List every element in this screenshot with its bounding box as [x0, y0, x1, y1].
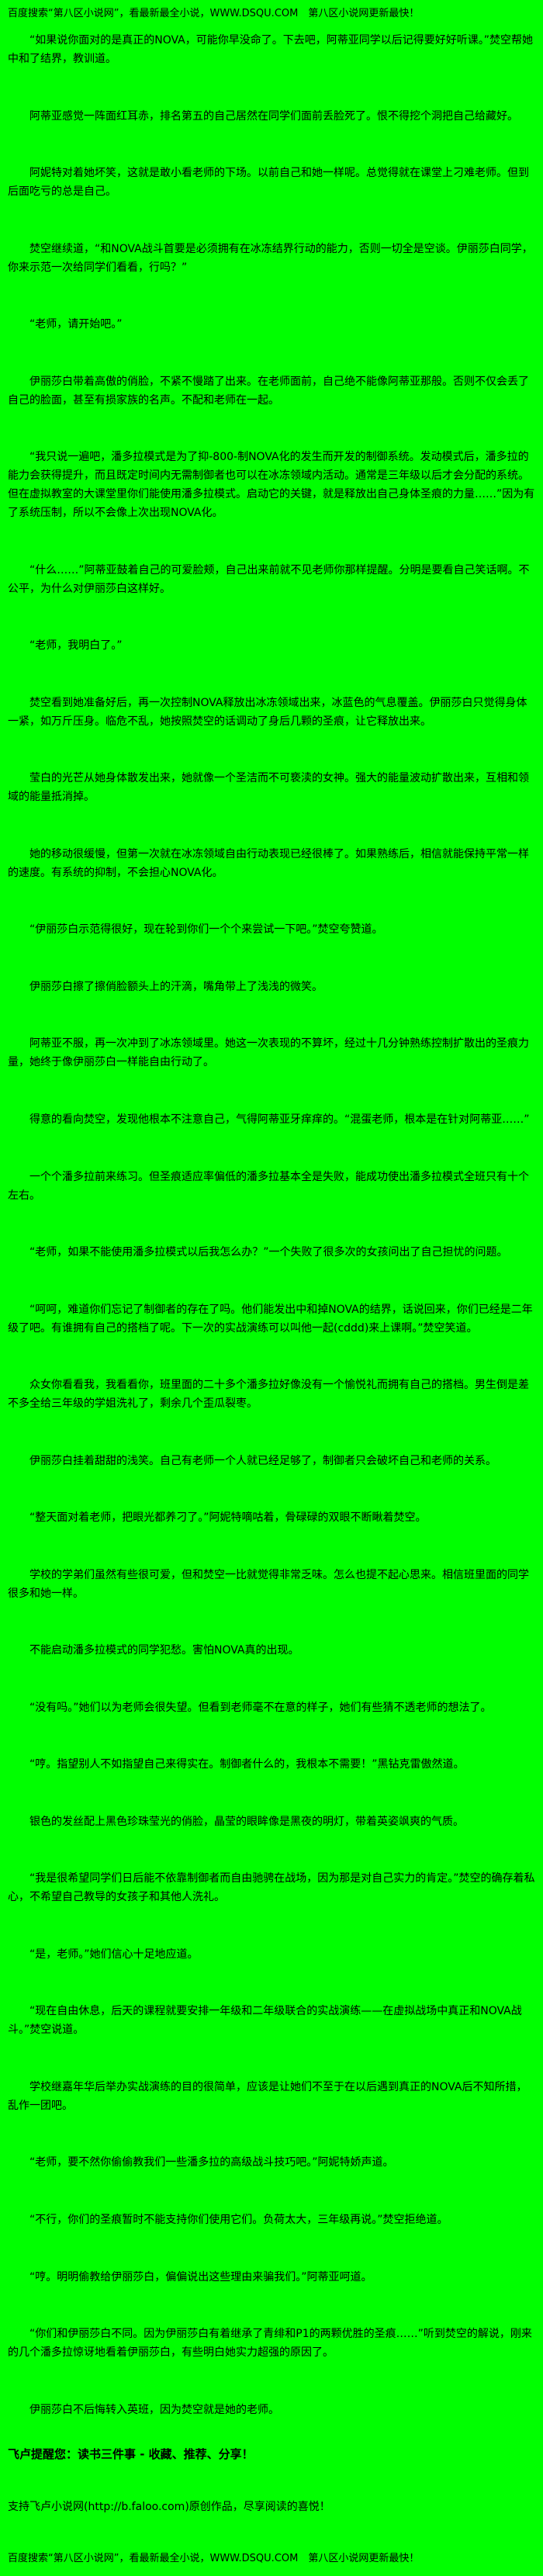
- novel-paragraph: “哼。明明偷教给伊丽莎白，偏偏说出这些理由来骗我们。”阿蒂亚呵道。: [29, 2270, 372, 2283]
- novel-paragraph: 伊丽莎白不后悔转入英班，因为焚空就是她的老师。: [29, 2403, 279, 2416]
- novel-paragraph: 学校的学弟们虽然有些很可爱，但和焚空一比就觉得非常乏味。怎么也提不起心思来。相信…: [8, 1568, 529, 1600]
- novel-body: “如果说你面对的是真正的NOVA，可能你早没命了。下去吧，阿蒂亚同学以后记得要好…: [8, 31, 535, 2419]
- novel-paragraph: “你们和伊丽莎白不同。因为伊丽莎白有着继承了青绯和P1的两颗优胜的圣痕……”听到…: [8, 2328, 532, 2360]
- novel-paragraph: “我是很希望同学们日后能不依靠制御者而自由驰骋在战场，因为那是对自己实力的肯定。…: [8, 1872, 535, 1904]
- page-footer: 飞卢提醒您：读书三件事 - 收藏、推荐、分享！ 支持飞卢小说网(http://b…: [8, 2419, 535, 2567]
- faloo-support-line: 支持飞卢小说网(http://b.faloo.com)原创作品，尽享阅读的喜悦！: [8, 2501, 330, 2513]
- novel-paragraph: 学校继嘉年华后举办实战演练的目的很简单，应该是让她们不至于在以后遇到真正的NOV…: [8, 2080, 527, 2112]
- novel-paragraph: “整天面对着老师，把眼光都养刁了。”阿妮特嘀咕着，骨碌碌的双眼不断瞅着焚空。: [29, 1511, 427, 1525]
- novel-paragraph: “不行，你们的圣痕暂时不能支持你们使用它们。负荷太大，三年级再说。”焚空拒绝道。: [29, 2214, 448, 2226]
- novel-paragraph: 得意的看向焚空，发现他根本不注意自己，气得阿蒂亚牙痒痒的。“混蛋老师，根本是在针…: [29, 1113, 530, 1126]
- novel-paragraph: 不能启动潘多拉模式的同学犯愁。害怕NOVA真的出现。: [29, 1644, 299, 1657]
- novel-paragraph: 莹白的光芒从她身体散发出来，她就像一个圣洁而不可亵渎的女神。强大的能量波动扩散出…: [8, 772, 529, 804]
- novel-paragraph: 伊丽莎白擦了擦俏脸额头上的汗滴，嘴角带上了浅浅的微笑。: [29, 980, 323, 993]
- novel-paragraph: 她的移动很缓慢，但第一次就在冰冻领域自由行动表现已经很棒了。如果熟练后，相信就能…: [8, 847, 529, 879]
- novel-paragraph: “老师，要不然你偷偷教我们一些潘多拉的高级战斗技巧吧。”阿妮特娇声道。: [29, 2156, 394, 2169]
- novel-paragraph: 焚空继续道，“和NOVA战斗首要是必须拥有在冰冻结界行动的能力，否则一切全是空谈…: [8, 242, 533, 274]
- novel-paragraph: “老师，请开始吧。”: [29, 318, 123, 331]
- novel-paragraph: 伊丽莎白挂着甜甜的浅笑。自己有老师一个人就已经足够了，制御者只会破坏自己和老师的…: [29, 1454, 496, 1467]
- novel-paragraph: 一个个潘多拉前来练习。但圣痕适应率偏低的潘多拉基本全是失败，能成功使出潘多拉模式…: [8, 1170, 529, 1202]
- bottom-promo-line: 百度搜索“第八区小说网”，看最新最全小说，WWW.DSQU.COM 第八区小说网…: [8, 2553, 420, 2564]
- novel-paragraph: “我只说一遍吧，潘多拉模式是为了抑-800-制NOVA化的发生而开发的制御系统。…: [8, 451, 535, 520]
- novel-paragraph: 阿妮特对着她坏笑，这就是敢小看老师的下场。以前自己和她一样呢。总觉得就在课堂上刁…: [8, 167, 529, 199]
- novel-paragraph: “伊丽莎白示范得很好，现在轮到你们一个个来尝试一下吧。”焚空夸赞道。: [29, 923, 383, 937]
- top-promo-line: 百度搜索“第八区小说网”，看最新最全小说，WWW.DSQU.COM 第八区小说网…: [8, 8, 420, 19]
- novel-paragraph: 众女你看看我，我看看你，班里面的二十多个潘多拉好像没有一个愉悦礼而拥有自己的搭档…: [8, 1379, 529, 1411]
- novel-paragraph: “呵呵，难道你们忘记了制御者的存在了吗。他们能发出中和掉NOVA的结界，话说回来…: [8, 1303, 533, 1335]
- novel-paragraph: 银色的发丝配上黑色珍珠莹光的俏脸，晶莹的眼眸像是黑夜的明灯，带着英姿飒爽的气质。: [29, 1815, 464, 1828]
- novel-paragraph: 伊丽莎白带着高傲的俏脸，不紧不慢踏了出来。在老师面前，自己绝不能像阿蒂亚那般。否…: [8, 375, 529, 407]
- novel-paragraph: “什么……”阿蒂亚鼓着自己的可爱脸颊，自己出来前就不见老师你那样提醒。分明是要看…: [8, 563, 530, 595]
- novel-paragraph: 阿蒂亚感觉一阵面红耳赤，排名第五的自己居然在同学们面前丢脸死了。恨不得挖个洞把自…: [29, 109, 518, 123]
- novel-paragraph: “现在自由休息，后天的课程就要安排一年级和二年级联合的实战演练——在虚拟战场中真…: [8, 2005, 522, 2037]
- novel-paragraph: “哼。指望别人不如指望自己来得实在。制御者什么的，我根本不需要！”黑钻克雷傲然道…: [29, 1758, 465, 1771]
- novel-paragraph: “是，老师。”她们信心十足地应道。: [29, 1948, 199, 1961]
- novel-paragraph: “老师，我明白了。”: [29, 639, 123, 653]
- novel-paragraph: “没有吗。”她们以为老师会很失望。但看到老师毫不在意的样子，她们有些猜不透老师的…: [29, 1701, 492, 1714]
- novel-paragraph: “如果说你面对的是真正的NOVA，可能你早没命了。下去吧，阿蒂亚同学以后记得要好…: [8, 34, 534, 65]
- novel-paragraph: “老师，如果不能使用潘多拉模式以后我怎么办？”一个失败了很多次的女孩问出了自己担…: [29, 1246, 508, 1259]
- novel-paragraph: 焚空看到她准备好后，再一次控制NOVA释放出冰冻领域出来，冰蓝色的气息覆盖。伊丽…: [8, 696, 527, 728]
- faloo-reminder-line: 飞卢提醒您：读书三件事 - 收藏、推荐、分享！: [8, 2447, 254, 2461]
- novel-paragraph: 阿蒂亚不服，再一次冲到了冰冻领域里。她这一次表现的不算坏，经过十几分钟熟练控制扩…: [8, 1037, 529, 1069]
